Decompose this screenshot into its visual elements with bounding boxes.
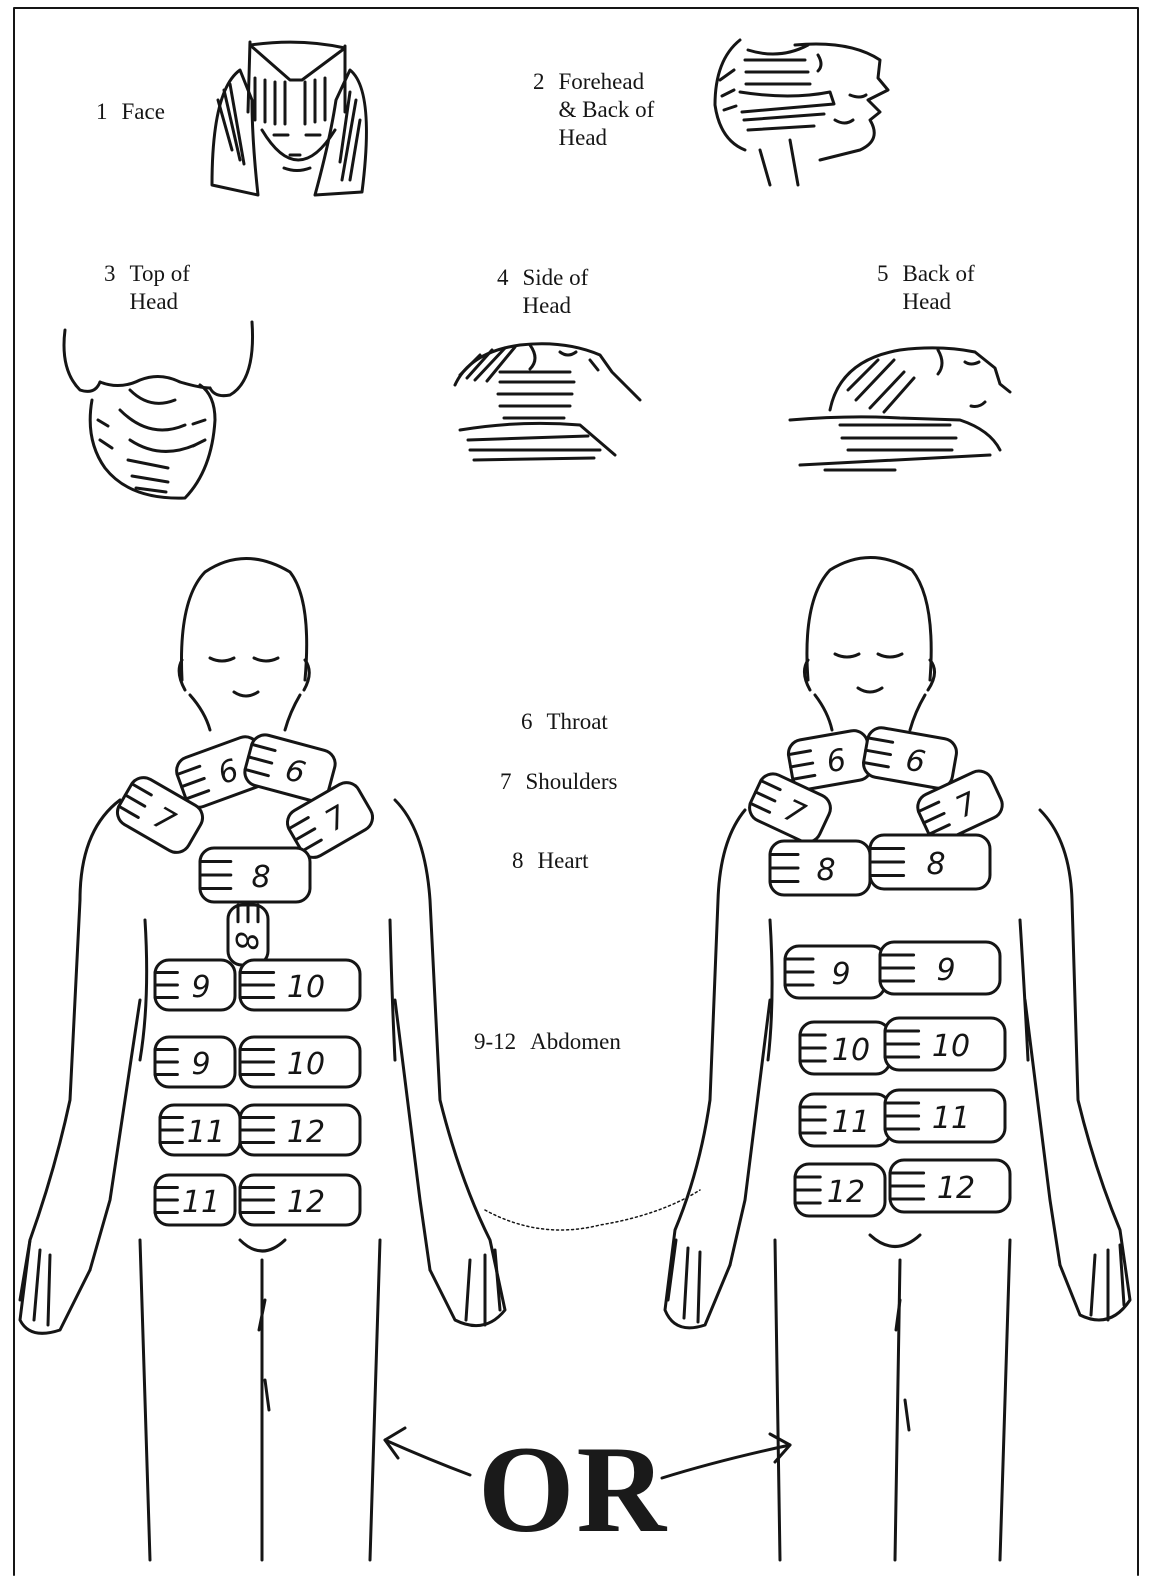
right-hand-12-13: 12: [890, 1160, 1010, 1212]
hand-number-label: 12: [287, 1115, 325, 1150]
arrow-right-icon: [662, 1434, 790, 1478]
hand-number-label: 9: [191, 970, 210, 1005]
hand-number-label: 8: [251, 860, 270, 895]
hand-number-label: 11: [187, 1115, 225, 1150]
left-hand-12-13: 12: [240, 1175, 360, 1225]
right-hand-8-4: 8: [770, 841, 870, 895]
or-separator: OR: [478, 1428, 668, 1552]
right-hand-9-7: 9: [880, 942, 1000, 994]
hand-number-label: 10: [287, 970, 325, 1005]
face-position-illustration: [212, 42, 366, 195]
left-hand-10-9: 10: [240, 1037, 360, 1087]
left-hand-11-12: 11: [155, 1175, 235, 1225]
hand-number-label: 8: [816, 853, 835, 888]
left-hand-9-6: 9: [155, 960, 235, 1010]
arrow-left-icon: [385, 1428, 470, 1475]
hand-number-label: 8: [228, 931, 263, 950]
right-hand-12-12: 12: [795, 1164, 885, 1216]
top-of-head-position-illustration: [64, 322, 253, 498]
forehead-back-of-head-position-illustration: [715, 40, 888, 185]
hand-number-label: 11: [932, 1101, 970, 1136]
right-hand-6-0: 6: [786, 728, 873, 791]
connector-curve: [485, 1190, 700, 1230]
right-hand-10-9: 10: [885, 1018, 1005, 1070]
hand-number-label: 10: [932, 1029, 970, 1064]
back-of-head-position-illustration: [790, 348, 1010, 470]
hand-number-label: 12: [827, 1175, 865, 1210]
hand-number-label: 9: [191, 1047, 210, 1082]
left-hand-8-5: 8: [228, 905, 268, 965]
label-side-of-head: 4 Side of Head: [497, 264, 588, 320]
right-hand-9-6: 9: [785, 946, 885, 998]
side-of-head-position-illustration: [455, 344, 640, 460]
hand-number-label: 9: [831, 957, 850, 992]
hand-number-label: 10: [832, 1033, 870, 1068]
right-hand-11-10: 11: [800, 1094, 890, 1146]
left-hand-11-10: 11: [160, 1105, 240, 1155]
left-hand-8-4: 8: [200, 848, 310, 902]
left-hand-10-7: 10: [240, 960, 360, 1010]
label-back-of-head: 5 Back of Head: [877, 260, 975, 316]
hand-number-label: 10: [287, 1047, 325, 1082]
label-top-of-head: 3 Top of Head: [104, 260, 190, 316]
hand-number-label: 12: [287, 1185, 325, 1220]
hand-number-label: 11: [182, 1185, 220, 1220]
right-hand-10-8: 10: [800, 1022, 890, 1074]
right-hand-11-11: 11: [885, 1090, 1005, 1142]
hand-number-label: 12: [937, 1171, 975, 1206]
right-hand-8-5: 8: [870, 835, 990, 889]
hand-number-label: 11: [832, 1105, 870, 1140]
right-hand-6-1: 6: [861, 726, 958, 791]
left-hand-9-8: 9: [155, 1037, 235, 1087]
hand-number-label: 9: [936, 953, 955, 988]
hand-number-label: 8: [926, 847, 945, 882]
label-forehead-back-of-head: 2 Forehead & Back of Head: [533, 68, 654, 152]
left-hand-12-11: 12: [240, 1105, 360, 1155]
